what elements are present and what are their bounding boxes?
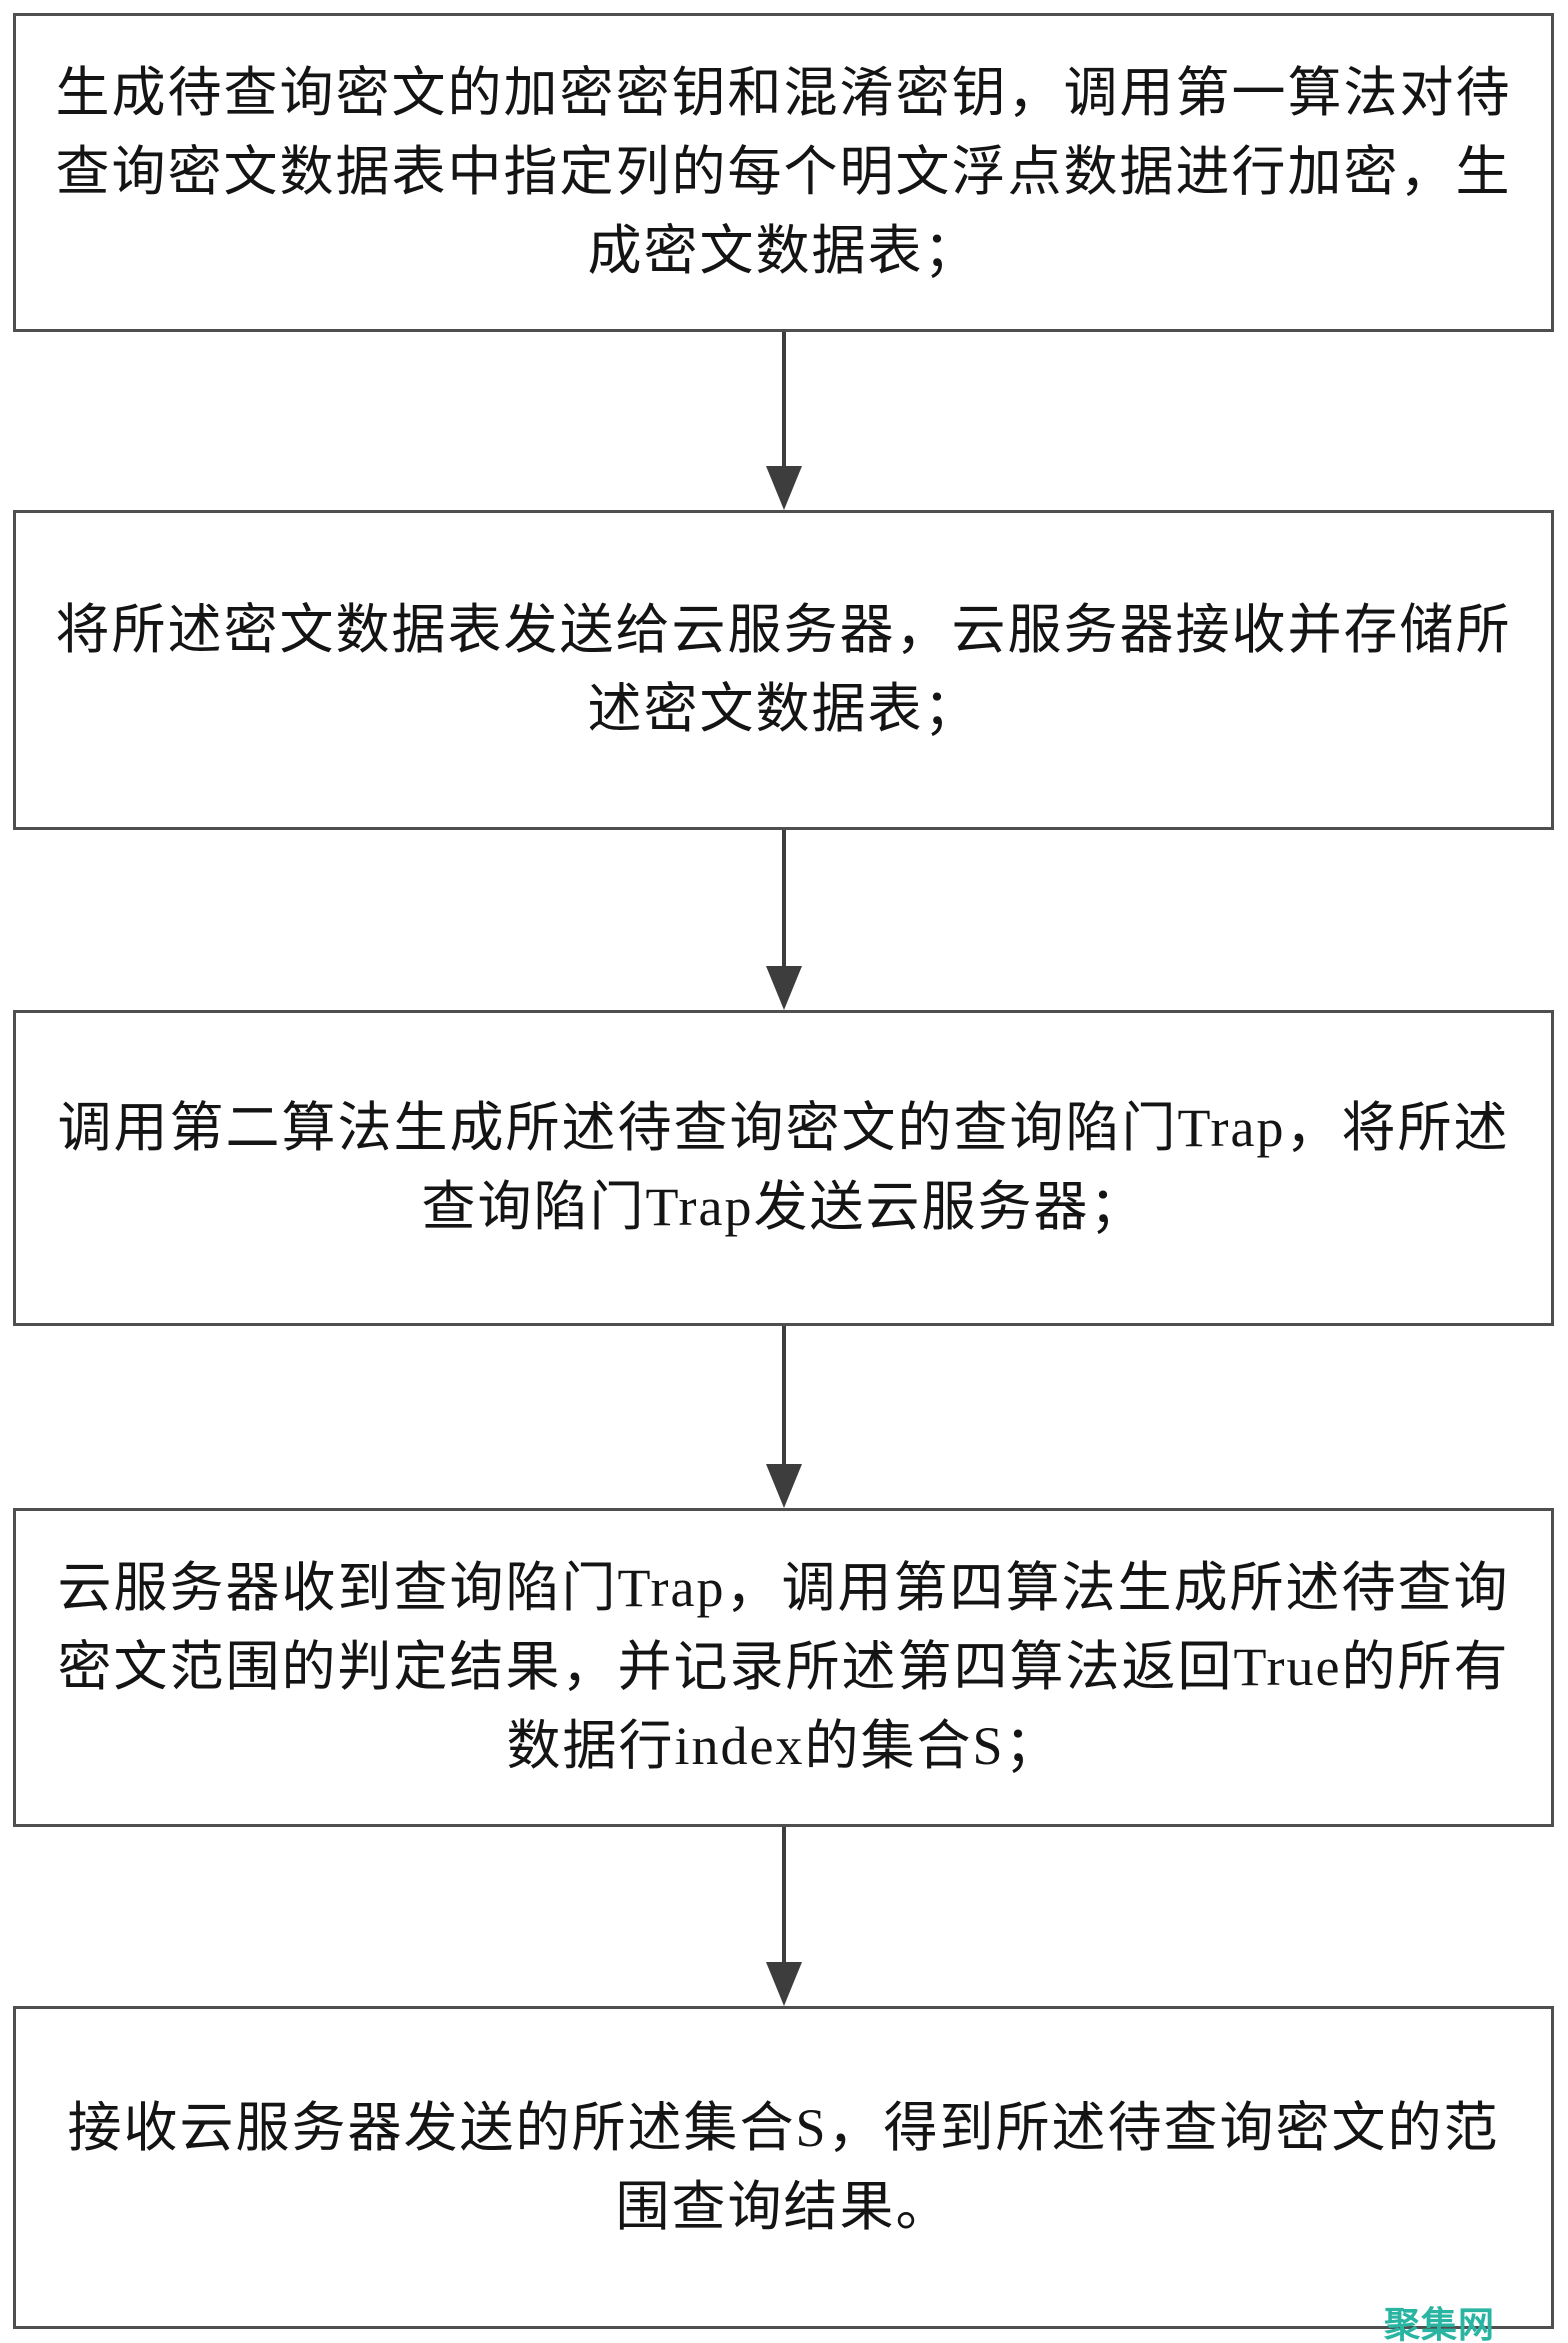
arrow-shaft (782, 1326, 786, 1464)
arrow-down-icon (766, 966, 802, 1010)
flow-step-2: 将所述密文数据表发送给云服务器，云服务器接收并存储所 述密文数据表； (13, 510, 1554, 830)
arrow-down-icon (766, 466, 802, 510)
step-4-line-1: 云服务器收到查询陷门Trap，调用第四算法生成所述待查询 (57, 1558, 1510, 1618)
step-4-line-2: 密文范围的判定结果，并记录所述第四算法返回True的所有 (57, 1637, 1510, 1697)
step-2-line-1: 将所述密文数据表发送给云服务器，云服务器接收并存储所 (55, 600, 1512, 660)
arrow-down-icon (766, 1464, 802, 1508)
step-1-line-1: 生成待查询密文的加密密钥和混淆密钥，调用第一算法对待 (55, 63, 1512, 123)
step-1-line-3: 成密文数据表； (587, 221, 980, 281)
step-5-line-1: 接收云服务器发送的所述集合S，得到所述待查询密文的范 (67, 2097, 1500, 2158)
watermark: 聚集网 (1384, 2304, 1496, 2343)
step-5-line-2: 围查询结果。 (615, 2176, 952, 2237)
arrow-shaft (782, 1827, 786, 1962)
flow-arrow-3 (766, 1326, 802, 1508)
arrow-shaft (782, 830, 786, 966)
step-3-line-2: 查询陷门Trap发送云服务器； (421, 1177, 1146, 1237)
arrow-shaft (782, 332, 786, 466)
flow-step-4: 云服务器收到查询陷门Trap，调用第四算法生成所述待查询 密文范围的判定结果，并… (13, 1508, 1554, 1827)
flow-arrow-4 (766, 1827, 802, 2006)
arrow-down-icon (766, 1962, 802, 2006)
step-3-line-1: 调用第二算法生成所述待查询密文的查询陷门Trap，将所述 (57, 1098, 1510, 1158)
flow-step-3: 调用第二算法生成所述待查询密文的查询陷门Trap，将所述 查询陷门Trap发送云… (13, 1010, 1554, 1326)
step-4-line-3: 数据行index的集合S； (506, 1716, 1061, 1776)
flow-arrow-1 (766, 332, 802, 510)
flow-step-1: 生成待查询密文的加密密钥和混淆密钥，调用第一算法对待 查询密文数据表中指定列的每… (13, 13, 1554, 332)
step-1-line-2: 查询密文数据表中指定列的每个明文浮点数据进行加密，生 (55, 142, 1512, 202)
flow-arrow-2 (766, 830, 802, 1010)
step-2-line-2: 述密文数据表； (587, 679, 980, 739)
flow-step-5: 接收云服务器发送的所述集合S，得到所述待查询密文的范 围查询结果。 (13, 2006, 1554, 2329)
